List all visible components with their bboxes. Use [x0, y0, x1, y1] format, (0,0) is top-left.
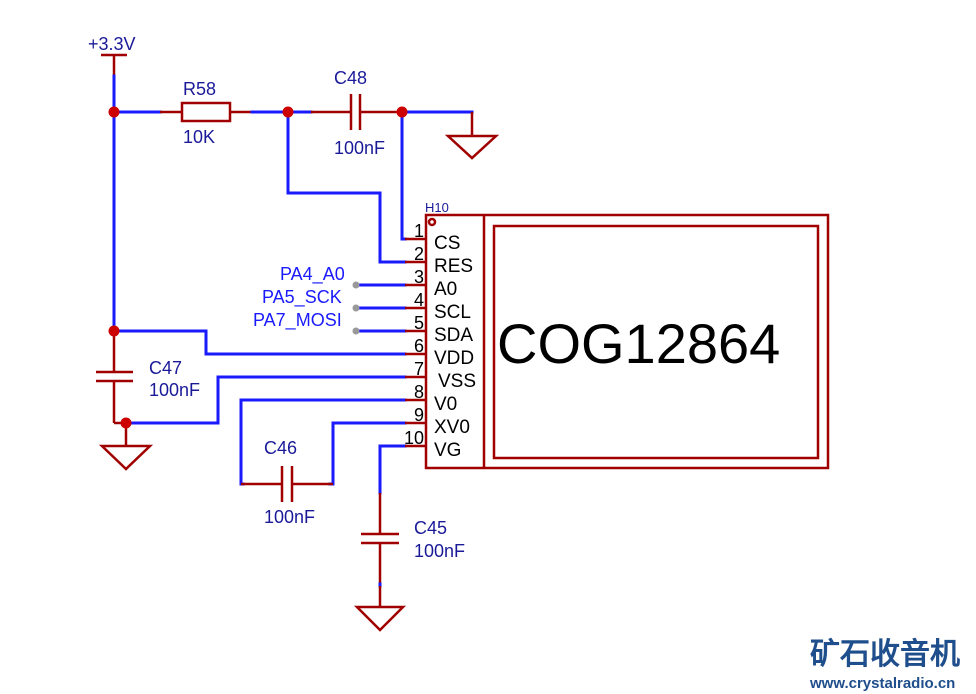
pin-number: 9: [414, 405, 424, 425]
pin-number: 1: [414, 221, 424, 241]
c48-ref: C48: [334, 68, 367, 88]
wire-vg: [378, 444, 407, 495]
pin-name: VSS: [438, 371, 476, 392]
junction: [282, 106, 294, 118]
pin-number: 3: [414, 267, 424, 287]
junction: [396, 106, 408, 118]
ground-symbol-c48: [444, 112, 500, 160]
pin-name: VDD: [434, 348, 474, 369]
capacitor-c45[interactable]: C45 100nF: [361, 493, 465, 584]
r58-ref: R58: [183, 79, 216, 99]
c47-value: 100nF: [149, 380, 200, 400]
lcd-outline: [424, 213, 830, 470]
c46-ref: C46: [264, 438, 297, 458]
pin-number: 2: [414, 244, 424, 264]
c48-value: 100nF: [334, 138, 385, 158]
net-a0: PA4_A0: [280, 264, 407, 289]
c47-ref: C47: [149, 358, 182, 378]
capacitor-c47[interactable]: C47 100nF: [96, 331, 200, 425]
junction: [120, 417, 132, 429]
wire-res: [286, 110, 407, 264]
c45-value: 100nF: [414, 541, 465, 561]
wire-vdd: [112, 329, 407, 356]
net-label-a0: PA4_A0: [280, 264, 345, 285]
capacitor-c46[interactable]: C46 100nF: [241, 438, 333, 527]
pin-number: 10: [404, 428, 424, 448]
ground-symbol-c47: [98, 423, 154, 471]
pin-name: RES: [434, 256, 473, 277]
capacitor-c48[interactable]: C48 100nF: [311, 68, 400, 158]
power-label: +3.3V: [88, 34, 136, 54]
resistor-r58[interactable]: R58 10K: [160, 79, 252, 147]
c45-ref: C45: [414, 518, 447, 538]
pin-name: SCL: [434, 302, 471, 323]
ground-symbol-c45: [353, 582, 407, 632]
net-sck: PA5_SCK: [262, 287, 407, 312]
pin-name: SDA: [434, 325, 473, 346]
lcd-ref: H10: [425, 200, 449, 215]
wire-vss: [124, 375, 407, 425]
c46-value: 100nF: [264, 507, 315, 527]
net-label-mosi: PA7_MOSI: [253, 310, 342, 331]
pin-number: 8: [414, 382, 424, 402]
wire-xv0: [328, 421, 407, 486]
lcd-screen: [492, 224, 820, 460]
lcd-pin-cs: 1CS: [405, 221, 460, 254]
watermark-url: www.crystalradio.cn: [809, 675, 955, 692]
pin-number: 5: [414, 313, 424, 333]
junction: [108, 106, 120, 118]
net-label-sck: PA5_SCK: [262, 287, 342, 308]
pin-number: 7: [414, 359, 424, 379]
lcd-module-h10[interactable]: H10 COG12864 1CS2RES3A04SCL5SDA6VDD7VSS8…: [404, 200, 830, 470]
lcd-pin-a0: 3A0: [405, 267, 457, 300]
pin-number: 6: [414, 336, 424, 356]
watermark: 矿石收音机 www.crystalradio.cn: [809, 637, 960, 692]
pin-name: CS: [434, 233, 460, 254]
pin-name: A0: [434, 279, 457, 300]
junction: [108, 325, 120, 337]
net-mosi: PA7_MOSI: [253, 310, 407, 335]
pin-name: XV0: [434, 417, 470, 438]
watermark-title: 矿石收音机: [810, 637, 960, 672]
lcd-pin-v0: 8V0: [405, 382, 457, 415]
wire-cs: [400, 110, 407, 241]
lcd-part-name: COG12864: [497, 312, 780, 375]
pin-name: VG: [434, 440, 461, 461]
pin-name: V0: [434, 394, 457, 415]
r58-value: 10K: [183, 127, 215, 147]
pin-number: 4: [414, 290, 424, 310]
power-symbol-3v3: +3.3V: [88, 34, 136, 76]
